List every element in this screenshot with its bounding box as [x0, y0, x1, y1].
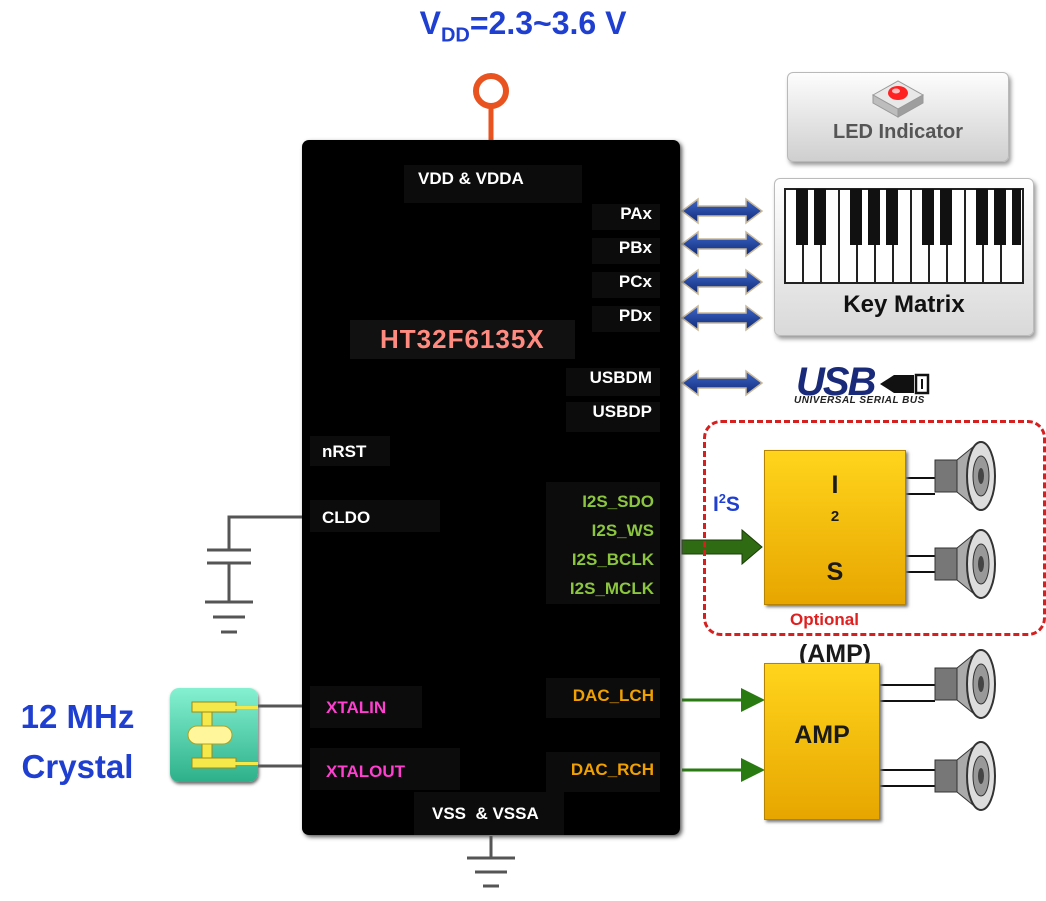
- bus-arrow-pdx: [680, 304, 764, 332]
- speaker-icon-2: [934, 528, 996, 600]
- optional-label: Optional: [790, 610, 859, 629]
- pin-xtalout: XTALOUT: [310, 748, 460, 790]
- usb-subtitle: UNIVERSAL SERIAL BUS: [794, 395, 925, 406]
- piano-keys-icon: [784, 188, 1024, 284]
- pin-vss: VSS & VSSA: [414, 792, 564, 835]
- pin-xtalin: XTALIN: [310, 686, 422, 728]
- speaker-wires: [878, 477, 935, 787]
- pin-pax: PAx: [592, 204, 660, 230]
- amp-block: AMP: [764, 663, 880, 820]
- chip-ground-icon: [467, 836, 515, 888]
- ground-icon: [205, 600, 253, 634]
- pin-usbdp: USBDP: [566, 402, 660, 432]
- pin-usbdm: USBDM: [566, 368, 660, 396]
- led-indicator-label: LED Indicator: [832, 121, 963, 143]
- bus-arrow-pcx: [680, 268, 764, 296]
- crystal-icon: [170, 688, 258, 782]
- crystal-label: 12 MHz Crystal: [20, 698, 135, 785]
- usb-plug-icon: [879, 374, 929, 395]
- bus-arrow-usb: [680, 369, 764, 397]
- pin-i2s-bclk: I2S_BCLK: [571, 550, 654, 569]
- speaker-icon-4: [934, 740, 996, 812]
- pin-pcx: PCx: [592, 272, 660, 298]
- pin-i2s-ws: I2S_WS: [591, 521, 654, 540]
- chip-name: HT32F6135X: [350, 320, 575, 359]
- speaker-icon-1: [934, 440, 996, 512]
- capacitor-icon: [207, 515, 302, 602]
- i2s-bus-label: I2S: [713, 492, 740, 516]
- pin-dac-rch: DAC_RCH: [546, 752, 660, 792]
- pin-nrst: nRST: [310, 436, 390, 466]
- amp-label: AMP: [794, 721, 850, 749]
- key-matrix-label: Key Matrix: [843, 291, 965, 318]
- i2s-arrow: [681, 528, 763, 566]
- pin-dac-lch: DAC_LCH: [546, 678, 660, 718]
- key-matrix-module: Key Matrix: [774, 178, 1034, 336]
- mcu-chip: VDD & VDDA PAx PBx PCx PDx HT32F6135X US…: [302, 140, 680, 835]
- pin-pdx: PDx: [592, 306, 660, 332]
- bus-arrow-pbx: [680, 230, 764, 258]
- pin-vdd: VDD & VDDA: [404, 165, 582, 203]
- led-icon: [871, 80, 925, 118]
- supply-voltage-title: VDD=2.3~3.6 V: [419, 5, 627, 47]
- optional-amp-frame: [703, 420, 1046, 636]
- bus-arrow-pax: [680, 197, 764, 225]
- pin-i2s-sdo: I2S_SDO: [582, 492, 654, 511]
- usb-logo-icon: USB: [796, 362, 932, 402]
- pin-i2s-mclk: I2S_MCLK: [569, 579, 654, 598]
- supply-pin-icon: [473, 73, 509, 142]
- pin-cldo: CLDO: [310, 500, 440, 532]
- led-indicator-module: LED Indicator: [787, 72, 1009, 162]
- i2s-pin-group: I2S_SDO I2S_WS I2S_BCLK I2S_MCLK: [546, 482, 660, 604]
- speaker-icon-3: [934, 648, 996, 720]
- pin-pbx: PBx: [592, 238, 660, 264]
